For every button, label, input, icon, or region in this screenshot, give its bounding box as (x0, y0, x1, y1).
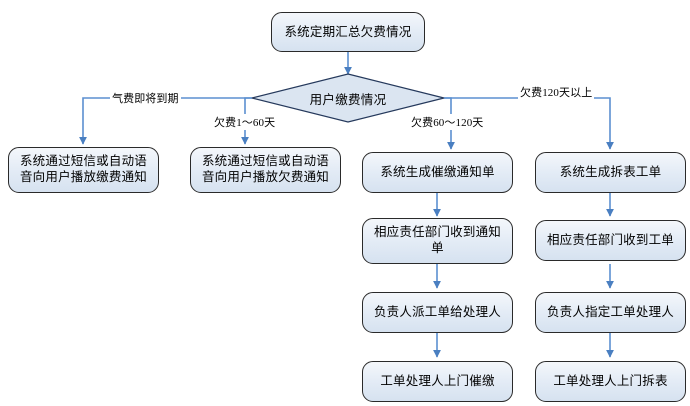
node-dept-receives-order[interactable]: 相应责任部门收到工单 (535, 220, 686, 261)
node-handler-onsite-removal[interactable]: 工单处理人上门拆表 (535, 361, 686, 402)
decision-node-payment-status[interactable]: 用户缴费情况 (251, 73, 445, 123)
node-manager-assigns-order[interactable]: 负责人派工单给处理人 (362, 292, 513, 333)
node-dept-receives-notice[interactable]: 相应责任部门收到通知单 (362, 218, 513, 264)
node-sms-voice-payment-notice[interactable]: 系统通过短信或自动语音向用户播放缴费通知 (8, 147, 159, 193)
node-manager-designates-handler[interactable]: 负责人指定工单处理人 (535, 292, 686, 333)
branch-label-overdue-120-plus: 欠费120天以上 (518, 84, 595, 100)
node-generate-dunning-notice[interactable]: 系统生成催缴通知单 (362, 152, 513, 193)
edge-decision-to-col1 (79, 97, 252, 145)
node-sms-voice-arrears-notice[interactable]: 系统通过短信或自动语音向用户播放欠费通知 (190, 147, 341, 193)
node-generate-meter-removal-order[interactable]: 系统生成拆表工单 (535, 152, 686, 193)
node-summarize-arrears[interactable]: 系统定期汇总欠费情况 (271, 12, 425, 52)
node-handler-onsite-dunning[interactable]: 工单处理人上门催缴 (362, 361, 513, 402)
branch-label-overdue-60-120: 欠费60～120天 (409, 114, 486, 130)
branch-label-due-soon: 气费即将到期 (110, 90, 181, 106)
edge-decision-to-col4 (444, 97, 614, 150)
branch-label-overdue-1-60: 欠费1～60天 (212, 114, 278, 130)
decision-label: 用户缴费情况 (309, 92, 387, 107)
diamond-shape (251, 73, 445, 123)
